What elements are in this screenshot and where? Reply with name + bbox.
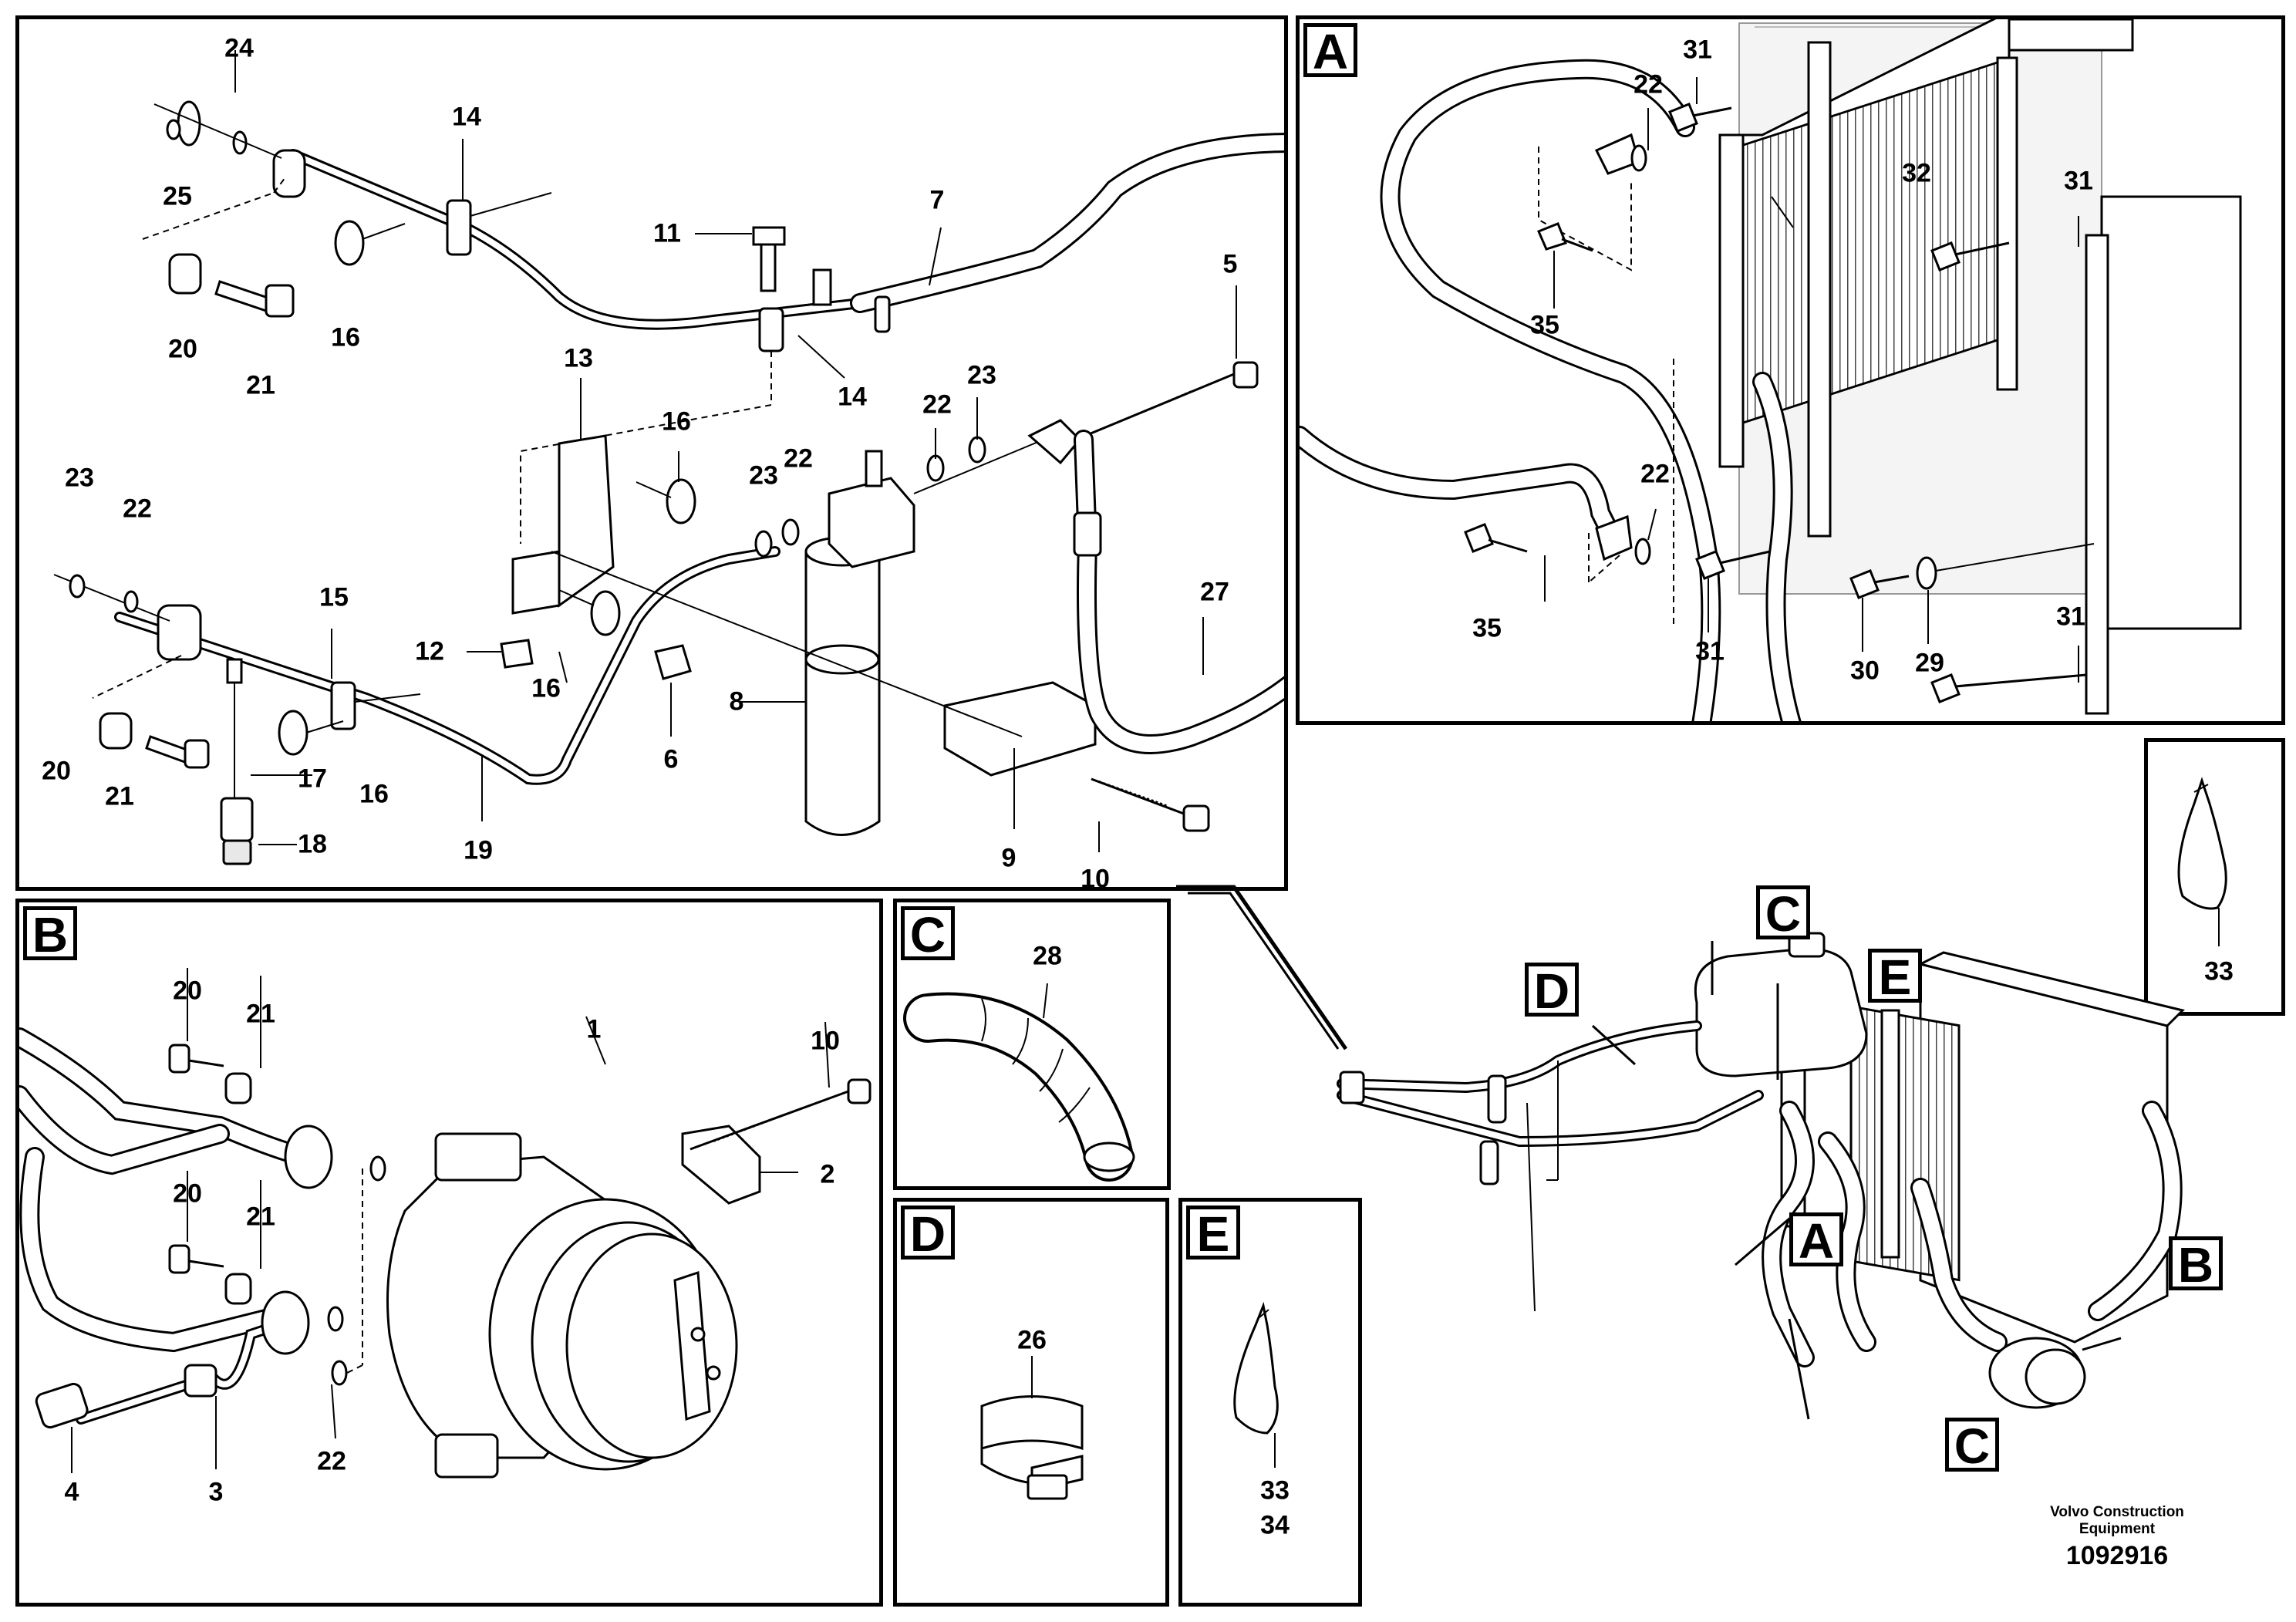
callout-4: 4: [64, 1477, 79, 1507]
callout-1: 1: [586, 1014, 602, 1044]
callout-33: 33: [1260, 1475, 1290, 1506]
callout-5: 5: [1222, 249, 1238, 279]
callout-20: 20: [168, 334, 197, 364]
callout-16: 16: [331, 322, 360, 352]
callout-12: 12: [415, 636, 444, 666]
callout-22b: 22: [1640, 459, 1670, 489]
callout-31b: 31: [2064, 166, 2093, 196]
callout-6: 6: [663, 744, 679, 774]
callout-33: 33: [2204, 956, 2234, 986]
document-number: 1092916: [2065, 1541, 2169, 1570]
callout-31: 31: [1683, 35, 1712, 65]
clamp-drawing: [2177, 777, 2227, 946]
view-a-panel: A 31 22 32 31 35 22 35 31 30 29 31: [1296, 15, 2285, 725]
clamp-panel: 33: [2144, 738, 2285, 1016]
overview-tag-a: A: [1789, 1212, 1843, 1266]
view-b-tag: B: [23, 906, 77, 960]
overview-tag-b: B: [2169, 1236, 2223, 1290]
callout-9: 9: [1001, 843, 1017, 873]
callout-22: 22: [317, 1446, 346, 1476]
callout-8: 8: [729, 686, 744, 717]
callout-18: 18: [298, 829, 327, 859]
overview-assembly: [1327, 910, 2185, 1496]
callout-21b: 21: [246, 1202, 275, 1232]
callout-14b: 14: [838, 382, 867, 412]
view-e-drawing: [1233, 1301, 1279, 1468]
view-c-panel: C 28: [893, 899, 1171, 1190]
callout-20: 20: [173, 976, 202, 1006]
callout-13: 13: [564, 343, 593, 373]
callout-22c: 22: [123, 494, 152, 524]
view-d-tag: D: [901, 1206, 955, 1259]
callout-22: 22: [1633, 69, 1663, 99]
callout-11: 11: [653, 218, 681, 248]
callout-3: 3: [208, 1477, 224, 1507]
callout-20b: 20: [173, 1179, 202, 1209]
callout-21: 21: [246, 370, 275, 400]
callout-26: 26: [1017, 1325, 1047, 1355]
callout-28: 28: [1033, 941, 1062, 971]
callout-32: 32: [1902, 158, 1931, 188]
view-d-drawing: [980, 1356, 1084, 1500]
main-detail-panel: 24 25 14 7 11 5 20 21 16 13 14 22 23 16 …: [15, 15, 1288, 891]
callout-16c: 16: [531, 673, 561, 703]
overview-tag-c-top: C: [1756, 885, 1810, 939]
callout-22b: 22: [784, 443, 813, 474]
callout-2: 2: [820, 1159, 835, 1189]
view-b-panel: B 20 21 10 1 2 20 21 4 3 22: [15, 899, 883, 1607]
view-e-tag: E: [1186, 1206, 1240, 1259]
callout-7: 7: [929, 185, 945, 215]
view-a-tag: A: [1303, 23, 1357, 77]
view-c-tag: C: [901, 906, 955, 960]
callout-31d: 31: [2056, 602, 2085, 632]
callout-23: 23: [967, 360, 996, 390]
callout-27: 27: [1200, 577, 1229, 607]
callout-30: 30: [1850, 656, 1880, 686]
overview-tag-e: E: [1868, 949, 1922, 1003]
main-detail-drawing: [53, 50, 1284, 865]
callout-35b: 35: [1472, 613, 1502, 643]
credit-line-1: Volvo Construction: [2050, 1504, 2184, 1520]
callout-16d: 16: [359, 779, 389, 809]
view-e-panel: E 33 34: [1178, 1198, 1362, 1607]
overview-tag-c-bottom: C: [1945, 1418, 1999, 1472]
callout-20b: 20: [42, 756, 71, 786]
callout-10: 10: [811, 1026, 840, 1056]
callout-16b: 16: [662, 406, 691, 437]
callout-25: 25: [163, 181, 192, 211]
callout-21b: 21: [105, 781, 134, 811]
callout-14: 14: [452, 102, 481, 132]
callout-21: 21: [246, 999, 275, 1029]
callout-10: 10: [1081, 864, 1110, 891]
callout-15: 15: [319, 582, 349, 612]
callout-34: 34: [1260, 1510, 1290, 1540]
callout-24: 24: [224, 33, 254, 63]
view-a-drawing: [1300, 19, 2242, 721]
overview-drawing: [1337, 932, 2185, 1420]
view-d-panel: D 26: [893, 1198, 1169, 1607]
callout-23c: 23: [65, 463, 94, 493]
callout-29: 29: [1915, 648, 1944, 678]
credit-line-2: Equipment: [2079, 1521, 2156, 1537]
callout-22: 22: [922, 389, 952, 420]
callout-31c: 31: [1695, 636, 1725, 666]
callout-35: 35: [1530, 310, 1559, 340]
callout-23b: 23: [749, 460, 778, 491]
publisher-credit: Volvo Construction Equipment: [2025, 1504, 2210, 1538]
callout-19: 19: [464, 835, 493, 865]
view-c-drawing: [903, 983, 1135, 1182]
callout-17: 17: [298, 764, 327, 794]
view-b-drawing: [19, 968, 872, 1479]
overview-tag-d: D: [1525, 963, 1579, 1017]
